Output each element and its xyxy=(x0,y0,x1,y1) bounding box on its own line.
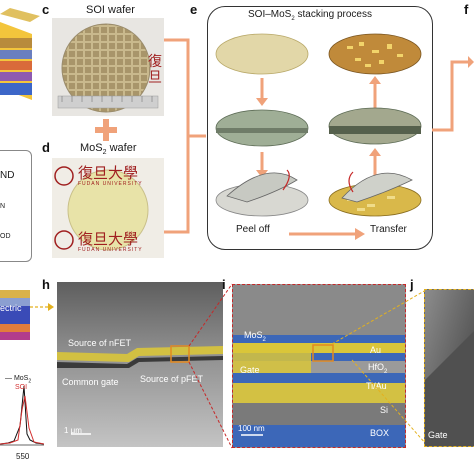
panel-f-letter: f xyxy=(464,2,469,17)
stacking-process-diagram xyxy=(215,33,422,240)
panel-c-letter: c xyxy=(42,2,50,17)
left-stack-illustration xyxy=(0,0,40,110)
panel-c-title: SOI wafer xyxy=(86,4,135,16)
zoom-connector-h-i xyxy=(188,283,233,449)
zoom-connector-i-j xyxy=(332,289,427,445)
panel-j-letter: j xyxy=(410,277,414,292)
arrow-to-h xyxy=(30,303,54,311)
plus-icon xyxy=(95,119,117,141)
scale-bar-h-label: 1 μm xyxy=(64,426,82,435)
bracket-connector xyxy=(164,38,206,234)
tiau-label: Ti/Au xyxy=(366,381,387,391)
tick-550: 550 xyxy=(16,452,30,461)
mos2-wafer-photo: 復旦大學 復旦大學 xyxy=(52,158,164,258)
common-gate-label: Common gate xyxy=(62,377,119,387)
si-label: Si xyxy=(380,405,389,415)
left-device-image xyxy=(0,286,36,346)
box-label: BOX xyxy=(370,428,390,438)
left-text-nd: ND xyxy=(0,170,15,181)
tem-cross-section-i xyxy=(232,284,406,448)
hfo2-label: HfO2 xyxy=(368,362,388,375)
svg-text:復旦大學: 復旦大學 xyxy=(78,230,138,248)
svg-text:復旦大學: 復旦大學 xyxy=(78,164,138,182)
university-text-top: FUDAN UNIVERSITY xyxy=(78,181,143,187)
gate-label-j: Gate xyxy=(428,430,448,440)
tem-cross-section-j xyxy=(424,289,474,447)
panel-e-title: SOI–MoS2 stacking process xyxy=(248,9,372,22)
svg-text:復: 復 xyxy=(148,53,162,70)
source-nfet-label: Source of nFET xyxy=(68,338,132,348)
panel-e-letter: e xyxy=(190,2,198,17)
left-text-n: N xyxy=(0,203,6,210)
panel-i-letter: i xyxy=(222,277,226,292)
tem-cross-section-h xyxy=(57,282,223,447)
legend-mos2: — MoS2 xyxy=(5,375,32,385)
left-text-electric: ectric xyxy=(0,303,22,313)
legend-soi: SOI xyxy=(15,384,28,391)
svg-text:旦: 旦 xyxy=(148,70,162,86)
university-text-bottom: FUDAN UNIVERSITY xyxy=(78,247,143,253)
left-text-od: OD xyxy=(0,233,11,240)
peel-off-label: Peel off xyxy=(236,224,270,235)
arrow-e-to-f xyxy=(432,56,474,132)
panel-h-letter: h xyxy=(42,277,50,292)
transfer-label: Transfer xyxy=(370,224,407,235)
soi-wafer-photo: 復 旦 xyxy=(52,18,164,116)
panel-d-letter: d xyxy=(42,140,50,155)
source-pfet-label: Source of pFET xyxy=(140,374,204,384)
mos2-label-i: MoS2 xyxy=(244,330,266,343)
au-label: Au xyxy=(370,345,382,355)
panel-d-title: MoS2 wafer xyxy=(80,142,137,157)
gate-label-i: Gate xyxy=(240,365,260,375)
left-spectrum-plot xyxy=(0,366,45,446)
left-panel-box xyxy=(0,150,32,262)
scale-bar-i-label: 100 nm xyxy=(238,424,265,433)
